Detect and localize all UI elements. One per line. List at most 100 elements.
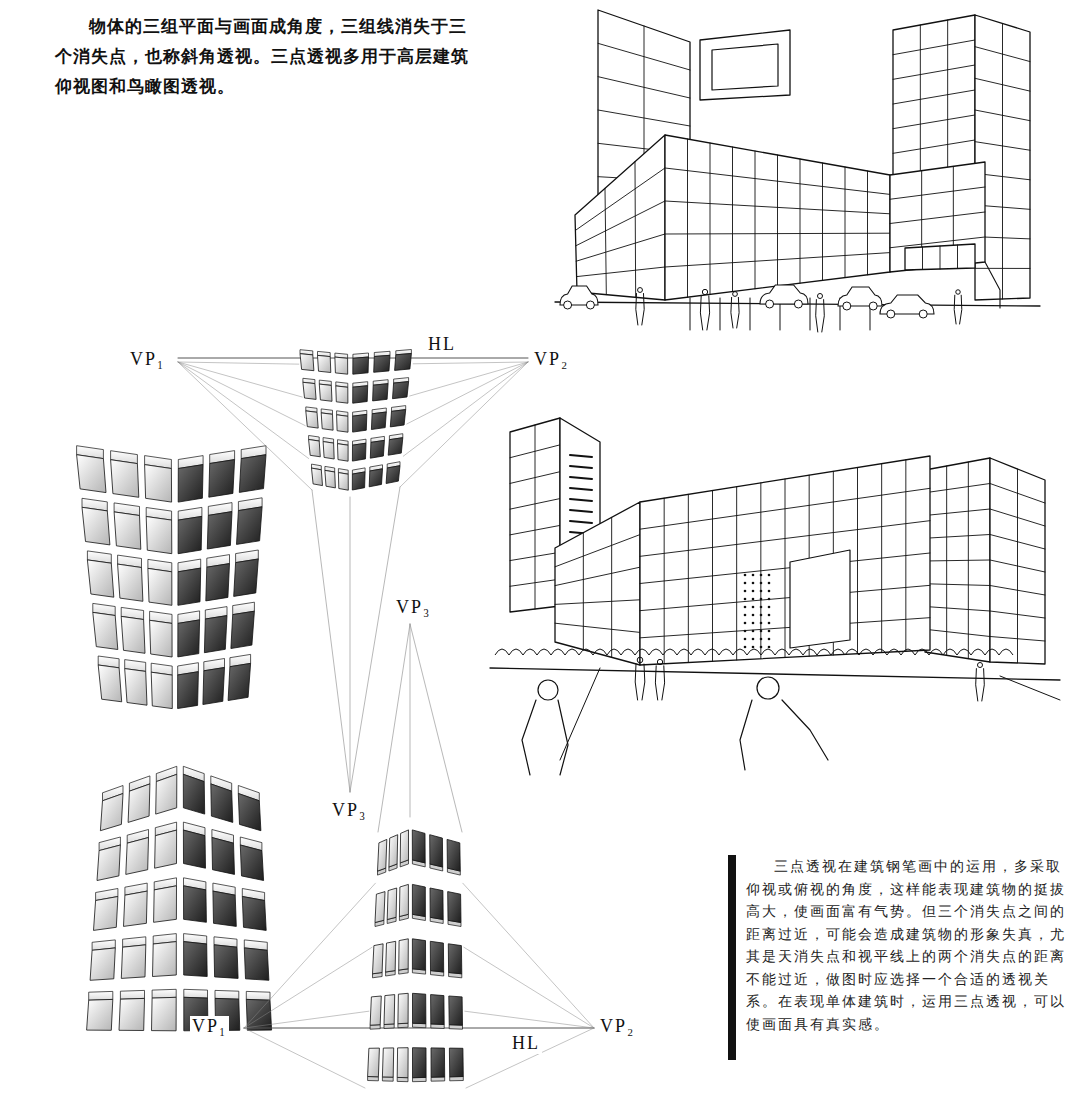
cube-face	[234, 559, 259, 596]
cube-face	[384, 995, 395, 1025]
facade-dot	[744, 598, 747, 601]
cube-face	[183, 774, 204, 814]
window-line	[665, 168, 890, 194]
facade-dot	[752, 582, 755, 585]
cube-face	[237, 507, 263, 545]
cube-face	[231, 611, 255, 648]
facade-dot	[760, 582, 763, 585]
cube-face	[319, 384, 332, 401]
cube-face	[153, 942, 177, 977]
window-line	[555, 623, 640, 632]
window-line	[640, 488, 930, 529]
construction-line	[244, 947, 372, 1028]
person-body	[662, 666, 665, 700]
cube-face	[398, 993, 408, 1023]
cube-face	[325, 470, 336, 488]
window-line	[925, 629, 990, 636]
window-line	[510, 499, 560, 510]
facade-dot	[744, 606, 747, 609]
vanishing-point-label: VP₂	[598, 1016, 637, 1037]
cube-face	[87, 999, 113, 1030]
window-line	[890, 187, 985, 199]
window-line	[990, 535, 1045, 550]
cube-face	[400, 830, 408, 863]
window-line	[710, 143, 711, 294]
facade-dot	[768, 582, 771, 585]
facade-dot	[752, 574, 755, 577]
facade-dot	[744, 614, 747, 617]
facade-dot	[744, 638, 747, 641]
window-line	[957, 245, 958, 269]
building-face	[990, 458, 1045, 664]
cube-face	[370, 440, 384, 458]
construction-line	[464, 947, 594, 1028]
cube-face	[387, 888, 397, 920]
window-line	[975, 268, 1030, 269]
facade-dot	[744, 590, 747, 593]
cube-face	[82, 507, 110, 545]
cube-face	[146, 517, 172, 554]
building-face	[925, 458, 990, 662]
cube-face	[374, 355, 390, 372]
person-head	[538, 680, 558, 700]
window-line	[598, 43, 690, 70]
facade-dot	[760, 590, 763, 593]
window-line	[975, 142, 1030, 151]
window-line	[867, 171, 868, 275]
construction-line	[378, 624, 410, 832]
construction-line	[407, 362, 528, 424]
construction-line	[350, 497, 351, 792]
facade-dot	[760, 606, 763, 609]
cube-face	[239, 455, 266, 493]
person-head	[817, 293, 822, 298]
window-line	[640, 585, 930, 610]
facade-dot	[752, 630, 755, 633]
cube-face	[386, 941, 396, 972]
window-line	[990, 509, 1045, 526]
cube-cap	[152, 989, 176, 998]
cube-face	[399, 884, 408, 916]
vanishing-point-label: VP₂	[532, 349, 571, 370]
window-line	[732, 147, 733, 292]
construction-line	[350, 487, 400, 792]
person-body	[982, 669, 985, 701]
cube-face	[353, 386, 368, 404]
cube-face	[77, 455, 106, 493]
cube-face	[121, 945, 146, 979]
person-body	[822, 300, 825, 332]
construction-line	[463, 883, 594, 1028]
cube-face	[335, 357, 348, 374]
cube-face	[375, 892, 385, 923]
cube-face	[213, 891, 236, 926]
cube-face	[431, 995, 445, 1025]
cube-face	[412, 939, 425, 970]
window-line	[598, 77, 690, 98]
construction-line	[244, 1011, 369, 1028]
cube-face	[395, 354, 412, 371]
construction-line	[465, 1011, 594, 1028]
facade-dot	[768, 638, 771, 641]
facade-dot	[752, 614, 755, 617]
cube-face	[430, 835, 443, 867]
cube-face	[323, 442, 334, 459]
cube-face	[178, 672, 199, 709]
person-body	[558, 700, 568, 775]
person-body	[707, 296, 710, 330]
cube-face	[240, 845, 263, 881]
column-line	[750, 298, 751, 330]
person-body	[522, 700, 536, 775]
window-line	[510, 579, 560, 586]
cube-face	[155, 830, 177, 868]
cube-face	[309, 440, 321, 457]
building-face	[905, 244, 975, 270]
construction-line	[178, 362, 309, 459]
cube-face	[90, 948, 115, 980]
facade-dot	[752, 598, 755, 601]
cube-face	[430, 888, 443, 920]
intro-text: 物体的三组平面与画面成角度，三组线消失于三个消失点，也称斜角透视。三点透视多用于…	[55, 12, 480, 102]
cube-cap	[246, 991, 270, 1000]
cube-face	[353, 357, 369, 374]
cube-face	[244, 948, 269, 980]
cube-face	[87, 560, 113, 597]
construction-line	[244, 1028, 365, 1088]
